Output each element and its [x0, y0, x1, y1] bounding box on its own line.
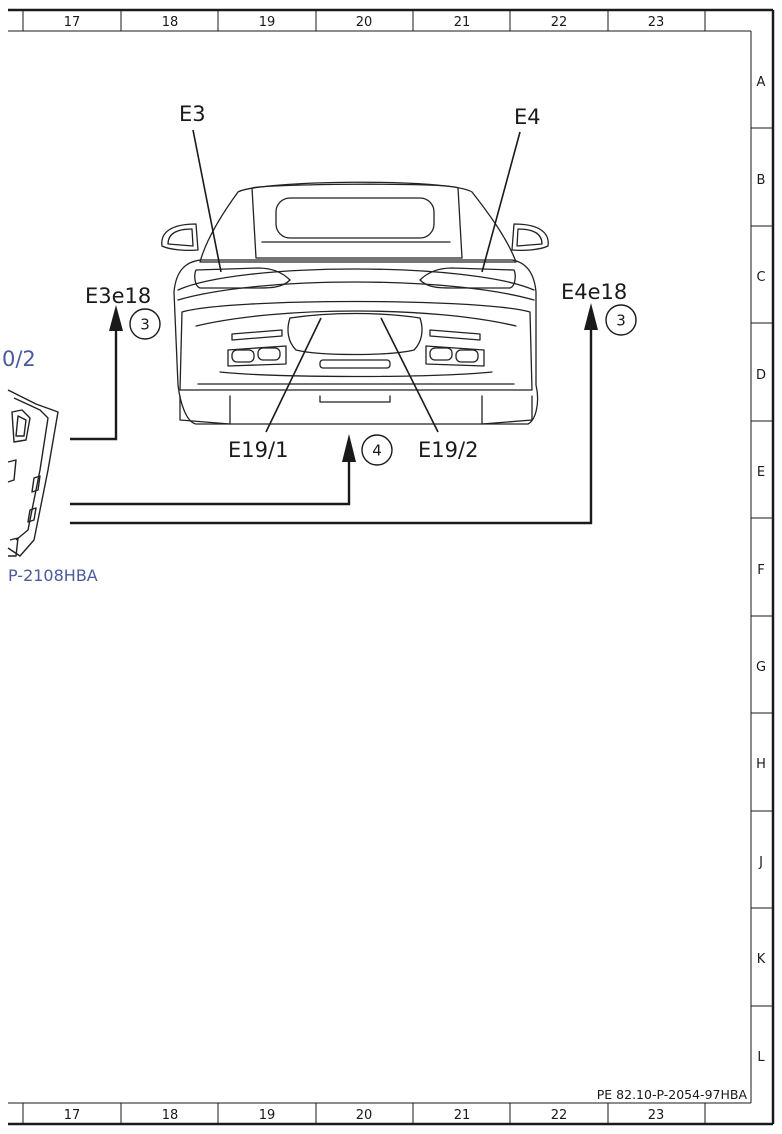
- label-E19-2: E19/2: [418, 438, 478, 462]
- row-label: K: [757, 952, 766, 967]
- label-E4: E4: [514, 105, 541, 129]
- top-ruler-ticks: [22, 10, 706, 31]
- top-col-label: 19: [259, 15, 276, 30]
- arrow-up-icon: [342, 434, 356, 462]
- bottom-ruler-ticks: [22, 1103, 706, 1124]
- label-E4e18: E4e18: [561, 280, 627, 304]
- row-label: H: [756, 757, 766, 772]
- bottom-col-label: 17: [64, 1108, 81, 1123]
- leader-lines: [192, 129, 521, 433]
- top-col-label: 22: [551, 15, 568, 30]
- label-E3: E3: [179, 102, 206, 126]
- bottom-ruler-labels: 17 18 19 20 21 22 23: [64, 1108, 665, 1123]
- sheet-frame: [8, 8, 775, 1126]
- top-col-label: 23: [648, 15, 665, 30]
- row-label: C: [756, 270, 765, 285]
- wire-to-center-connector: [70, 458, 351, 506]
- wire-to-E4e18: [70, 324, 593, 525]
- circle-number-left: 3: [129, 308, 161, 340]
- row-label: A: [757, 75, 766, 90]
- top-col-label: 18: [162, 15, 179, 30]
- row-label: E: [757, 465, 765, 480]
- label-E3e18: E3e18: [85, 284, 151, 308]
- circle-number-text: 4: [372, 442, 382, 460]
- circle-number-right: 3: [605, 304, 637, 336]
- car-rear-view: [161, 181, 549, 425]
- label-partial-component: 0/2: [2, 347, 36, 371]
- top-col-label: 20: [356, 15, 373, 30]
- bottom-col-label: 22: [551, 1108, 568, 1123]
- arrow-up-icon: [584, 303, 598, 330]
- wire-to-E3e18: [70, 326, 118, 441]
- top-col-label: 21: [454, 15, 471, 30]
- control-unit-partial: [7, 389, 59, 557]
- circle-number-text: 3: [140, 316, 150, 334]
- row-label: D: [756, 368, 766, 383]
- bottom-col-label: 19: [259, 1108, 276, 1123]
- side-ruler-labels: A B C D E F G H J K L: [756, 75, 766, 1065]
- row-label: J: [758, 855, 763, 870]
- circle-number-center: 4: [361, 434, 393, 466]
- top-col-label: 17: [64, 15, 81, 30]
- side-ruler-ticks: [751, 127, 773, 1007]
- bottom-col-label: 20: [356, 1108, 373, 1123]
- top-ruler-labels: 17 18 19 20 21 22 23: [64, 15, 665, 30]
- bottom-col-label: 18: [162, 1108, 179, 1123]
- row-label: G: [756, 660, 766, 675]
- row-label: F: [757, 563, 764, 578]
- bottom-col-label: 23: [648, 1108, 665, 1123]
- document-reference: PE 82.10-P-2054-97HBA: [597, 1087, 748, 1102]
- circle-number-text: 3: [616, 312, 626, 330]
- row-label: L: [757, 1050, 765, 1065]
- label-E19-1: E19/1: [228, 438, 288, 462]
- bottom-col-label: 21: [454, 1108, 471, 1123]
- arrow-up-icon: [109, 305, 123, 331]
- row-label: B: [757, 173, 766, 188]
- label-partial-reference: P-2108HBA: [8, 566, 98, 585]
